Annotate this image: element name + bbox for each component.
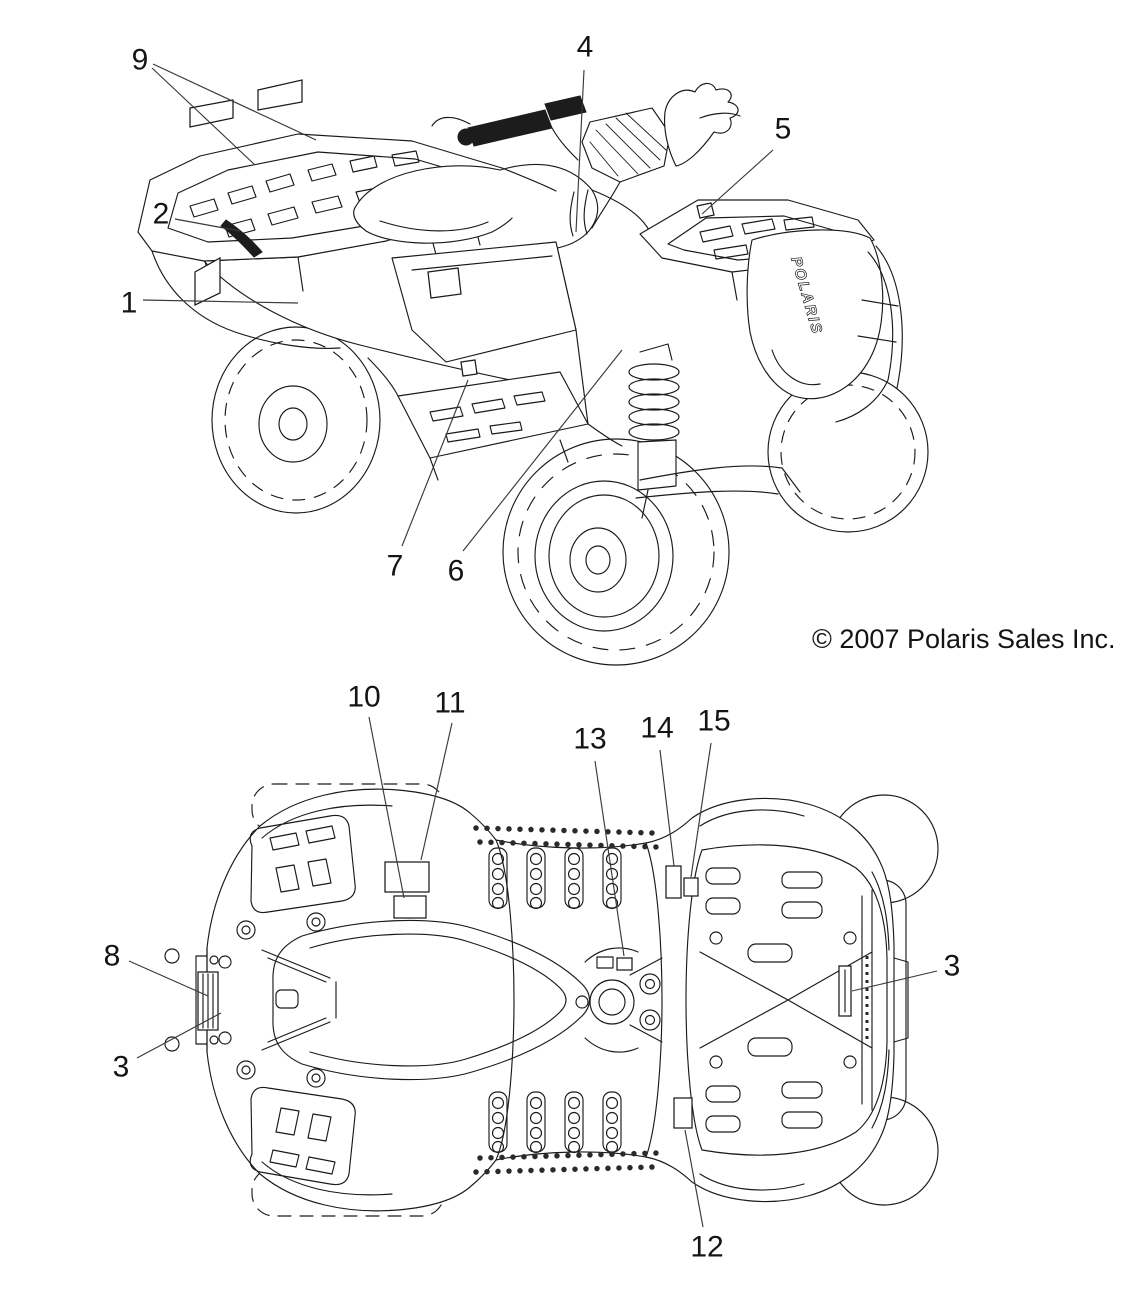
callout-8: 8	[104, 940, 121, 973]
decal-7	[460, 359, 478, 377]
leader-line-12	[684, 1129, 704, 1228]
headlight-pod	[581, 107, 671, 183]
engine-cluster	[575, 947, 663, 1053]
decal-side-panel	[427, 267, 462, 299]
leader-line-9	[151, 67, 256, 166]
front-right-wheel	[767, 371, 929, 533]
leader-line-6	[462, 349, 623, 552]
decal-9a	[189, 99, 234, 128]
rear-rack-top-view	[685, 844, 888, 1156]
handlebar-assembly	[431, 82, 741, 229]
callout-14: 14	[640, 712, 673, 745]
copyright-text: © 2007 Polaris Sales Inc.	[812, 624, 1116, 654]
front-fender: POLARIS	[746, 229, 884, 400]
decal-14	[665, 865, 682, 899]
front-left-wheel	[502, 438, 730, 666]
callout-6: 6	[448, 555, 465, 588]
decal-11	[384, 861, 430, 893]
leader-line-9	[152, 63, 317, 141]
front-bumper-top	[195, 947, 219, 1053]
shock-absorber	[628, 343, 801, 519]
top-view-drawing	[164, 783, 939, 1217]
front-rack-plates	[164, 814, 356, 1186]
leader-line-2	[174, 218, 241, 232]
callout-3: 3	[944, 950, 961, 983]
callout-5: 5	[775, 113, 792, 146]
leader-line-1	[142, 299, 299, 304]
decal-13	[616, 957, 633, 971]
leader-line-4	[575, 69, 585, 233]
callout-15: 15	[697, 705, 730, 738]
seat-top-view	[272, 919, 591, 1081]
front-bumper	[835, 245, 903, 423]
decal-9b	[257, 79, 303, 111]
rear-fascia	[838, 889, 909, 1111]
callout-11: 11	[434, 687, 465, 720]
seat	[353, 165, 526, 244]
callout-7: 7	[387, 550, 404, 583]
leader-line-15	[690, 742, 712, 878]
callout-4: 4	[577, 31, 594, 64]
right-grip	[663, 82, 739, 167]
decal-12	[673, 1097, 693, 1129]
brake-lever	[431, 116, 471, 127]
leader-line-14	[659, 749, 675, 867]
throttle-housing	[544, 95, 587, 121]
callout-13: 13	[573, 723, 606, 756]
callout-1: 1	[121, 287, 138, 320]
leader-line-13	[594, 760, 625, 957]
leader-line-3	[851, 970, 938, 992]
side-view-drawing: POLARIS	[137, 79, 929, 666]
decal-15	[683, 877, 699, 897]
side-view-callouts: 9 4 5 2 1 7 6	[121, 31, 792, 588]
callout-9: 9	[132, 44, 149, 77]
leader-line-7	[401, 379, 469, 547]
left-grip	[467, 109, 553, 147]
callout-12: 12	[690, 1231, 723, 1264]
callout-3: 3	[113, 1051, 130, 1084]
leader-line-3	[136, 1012, 222, 1059]
callout-10: 10	[347, 681, 380, 714]
top-view-callouts: 10 11 13 14 15 8 3 3 12	[104, 681, 961, 1264]
leader-line-10	[368, 716, 405, 899]
footwell-treads	[473, 825, 661, 1175]
leader-line-11	[420, 722, 453, 861]
body-hull	[206, 788, 895, 1212]
callout-2: 2	[153, 198, 170, 231]
decal-1	[194, 256, 221, 306]
rear-wheel	[211, 326, 381, 514]
leader-line-5	[701, 149, 774, 215]
leader-line-8	[128, 960, 209, 997]
decal-10	[393, 895, 427, 919]
